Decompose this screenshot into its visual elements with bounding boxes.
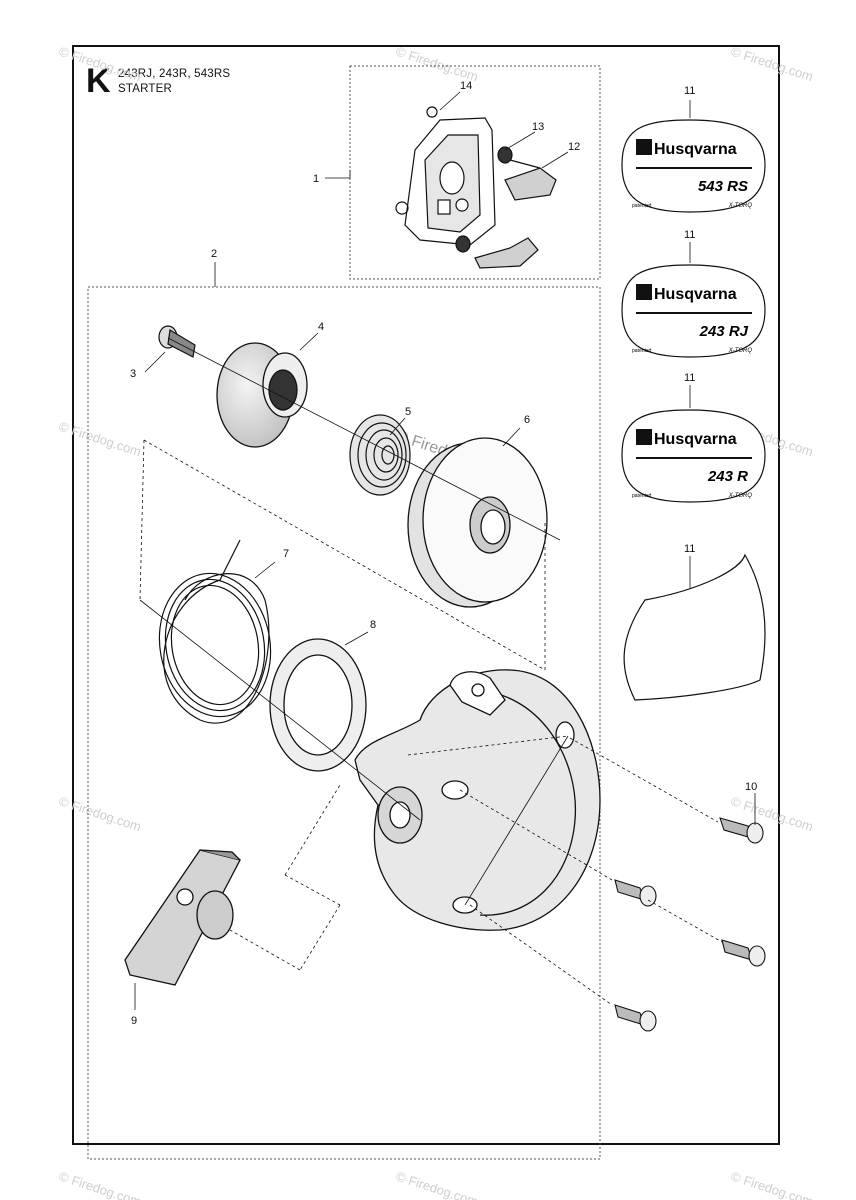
callout-3: 3 <box>130 368 136 380</box>
callout-13: 13 <box>532 121 544 133</box>
watermark-mid-left: © Firedog.com <box>57 419 143 460</box>
pulley-6-part <box>407 437 548 608</box>
decal-model: 243 RJ <box>699 323 749 340</box>
handle-9-part <box>124 849 241 986</box>
spring-5-part <box>349 414 411 496</box>
callout-4: 4 <box>318 321 324 333</box>
spring-13-part <box>455 146 513 253</box>
hub-4-part <box>216 342 308 448</box>
callout-5: 5 <box>405 406 411 418</box>
handle-kit-box <box>349 65 601 280</box>
decal-brand: Husqvarna <box>654 141 737 158</box>
decal-brand: Husqvarna <box>654 431 737 448</box>
callout-1: 1 <box>313 173 319 185</box>
callout-2: 2 <box>211 248 217 260</box>
handle-bracket-part <box>395 106 496 246</box>
watermark-top-center: © Firedog.com <box>394 44 480 85</box>
callout-7: 7 <box>283 548 289 560</box>
decal-left-text: patented <box>632 493 652 499</box>
decal-blank <box>623 553 766 701</box>
callout-11-c: 11 <box>684 372 695 384</box>
callout-11-d: 11 <box>684 543 695 555</box>
decal-243rj: Husqvarna 243 RJ patented X-TORQ <box>621 264 766 358</box>
decal-right-text: X-TORQ <box>728 348 753 354</box>
watermark-top-left: © Firedog.com <box>57 44 143 85</box>
washer-8-part <box>269 638 367 772</box>
callout-6: 6 <box>524 414 530 426</box>
callout-9: 9 <box>131 1015 137 1027</box>
watermark-bottom-left: © Firedog.com <box>57 1169 143 1200</box>
decal-right-text: X-TORQ <box>728 493 753 499</box>
decal-543rs: Husqvarna 543 RS patented X-TORQ <box>621 119 766 213</box>
rope-7-part <box>158 539 272 724</box>
lever-12-part <box>474 159 557 269</box>
bolt-3-part <box>158 325 196 358</box>
watermark-low-left: © Firedog.com <box>57 794 143 835</box>
decal-model: 243 R <box>707 468 748 485</box>
section-title: STARTER <box>118 83 173 95</box>
starter-assembly-box <box>87 286 601 1160</box>
callout-10: 10 <box>745 781 757 793</box>
callout-12: 12 <box>568 141 580 153</box>
decal-model: 543 RS <box>698 178 748 195</box>
decal-left-text: patented <box>632 203 652 209</box>
decal-left-text: patented <box>632 348 652 354</box>
models-heading: 243RJ, 243R, 543RS <box>118 68 231 80</box>
decal-right-text: X-TORQ <box>728 203 753 209</box>
decal-243r: Husqvarna 243 R patented X-TORQ <box>621 409 766 503</box>
watermark-bottom-center: © Firedog.com <box>394 1169 480 1200</box>
callout-numbers: 1 2 3 4 5 6 7 8 9 10 11 11 11 11 12 13 1… <box>130 80 757 1027</box>
leader-lines <box>134 91 756 1010</box>
callout-11-a: 11 <box>684 85 695 97</box>
page-frame <box>72 45 780 1145</box>
watermark-top-right: © Firedog.com <box>729 44 815 85</box>
decal-brand: Husqvarna <box>654 286 737 303</box>
callout-8: 8 <box>370 619 376 631</box>
section-letter: K <box>86 62 111 100</box>
callout-11-b: 11 <box>684 229 695 241</box>
bolts-10-part <box>614 817 766 1032</box>
callout-14: 14 <box>460 80 472 92</box>
watermark-bottom-right: © Firedog.com <box>729 1169 815 1200</box>
